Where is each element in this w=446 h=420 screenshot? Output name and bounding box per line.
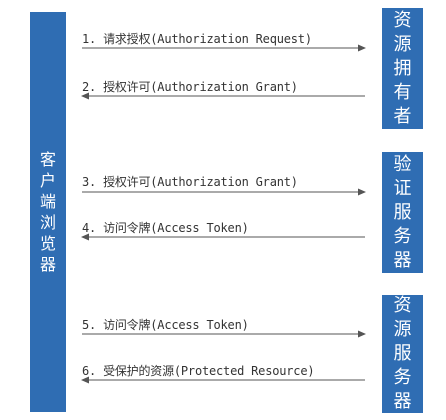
message-6-label: 6. 受保护的资源(Protected Resource) xyxy=(82,364,315,378)
auth-server-box: 验证服务器 xyxy=(382,152,423,273)
client-browser-box: 客户端浏览器 xyxy=(30,12,66,412)
message-1-arrowhead xyxy=(358,44,366,52)
client-browser-label: 客户端浏览器 xyxy=(39,150,56,274)
message-3-label: 3. 授权许可(Authorization Grant) xyxy=(82,175,298,189)
resource-server-box: 资源服务器 xyxy=(382,295,423,413)
message-5-label: 5. 访问令牌(Access Token) xyxy=(82,318,249,332)
message-4-arrowhead xyxy=(81,233,89,241)
message-3-arrowhead xyxy=(358,188,366,196)
message-1-label: 1. 请求授权(Authorization Request) xyxy=(82,32,312,46)
message-4-label: 4. 访问令牌(Access Token) xyxy=(82,221,249,235)
auth-server-label: 验证服务器 xyxy=(393,153,412,271)
message-2-arrowhead xyxy=(81,92,89,100)
message-2-label: 2. 授权许可(Authorization Grant) xyxy=(82,80,298,94)
resource-owner-label: 资源拥有者 xyxy=(393,9,412,127)
resource-owner-box: 资源拥有者 xyxy=(382,8,423,129)
resource-server-label: 资源服务器 xyxy=(393,295,412,412)
message-6-arrowhead xyxy=(81,376,89,384)
message-5-arrowhead xyxy=(358,330,366,338)
